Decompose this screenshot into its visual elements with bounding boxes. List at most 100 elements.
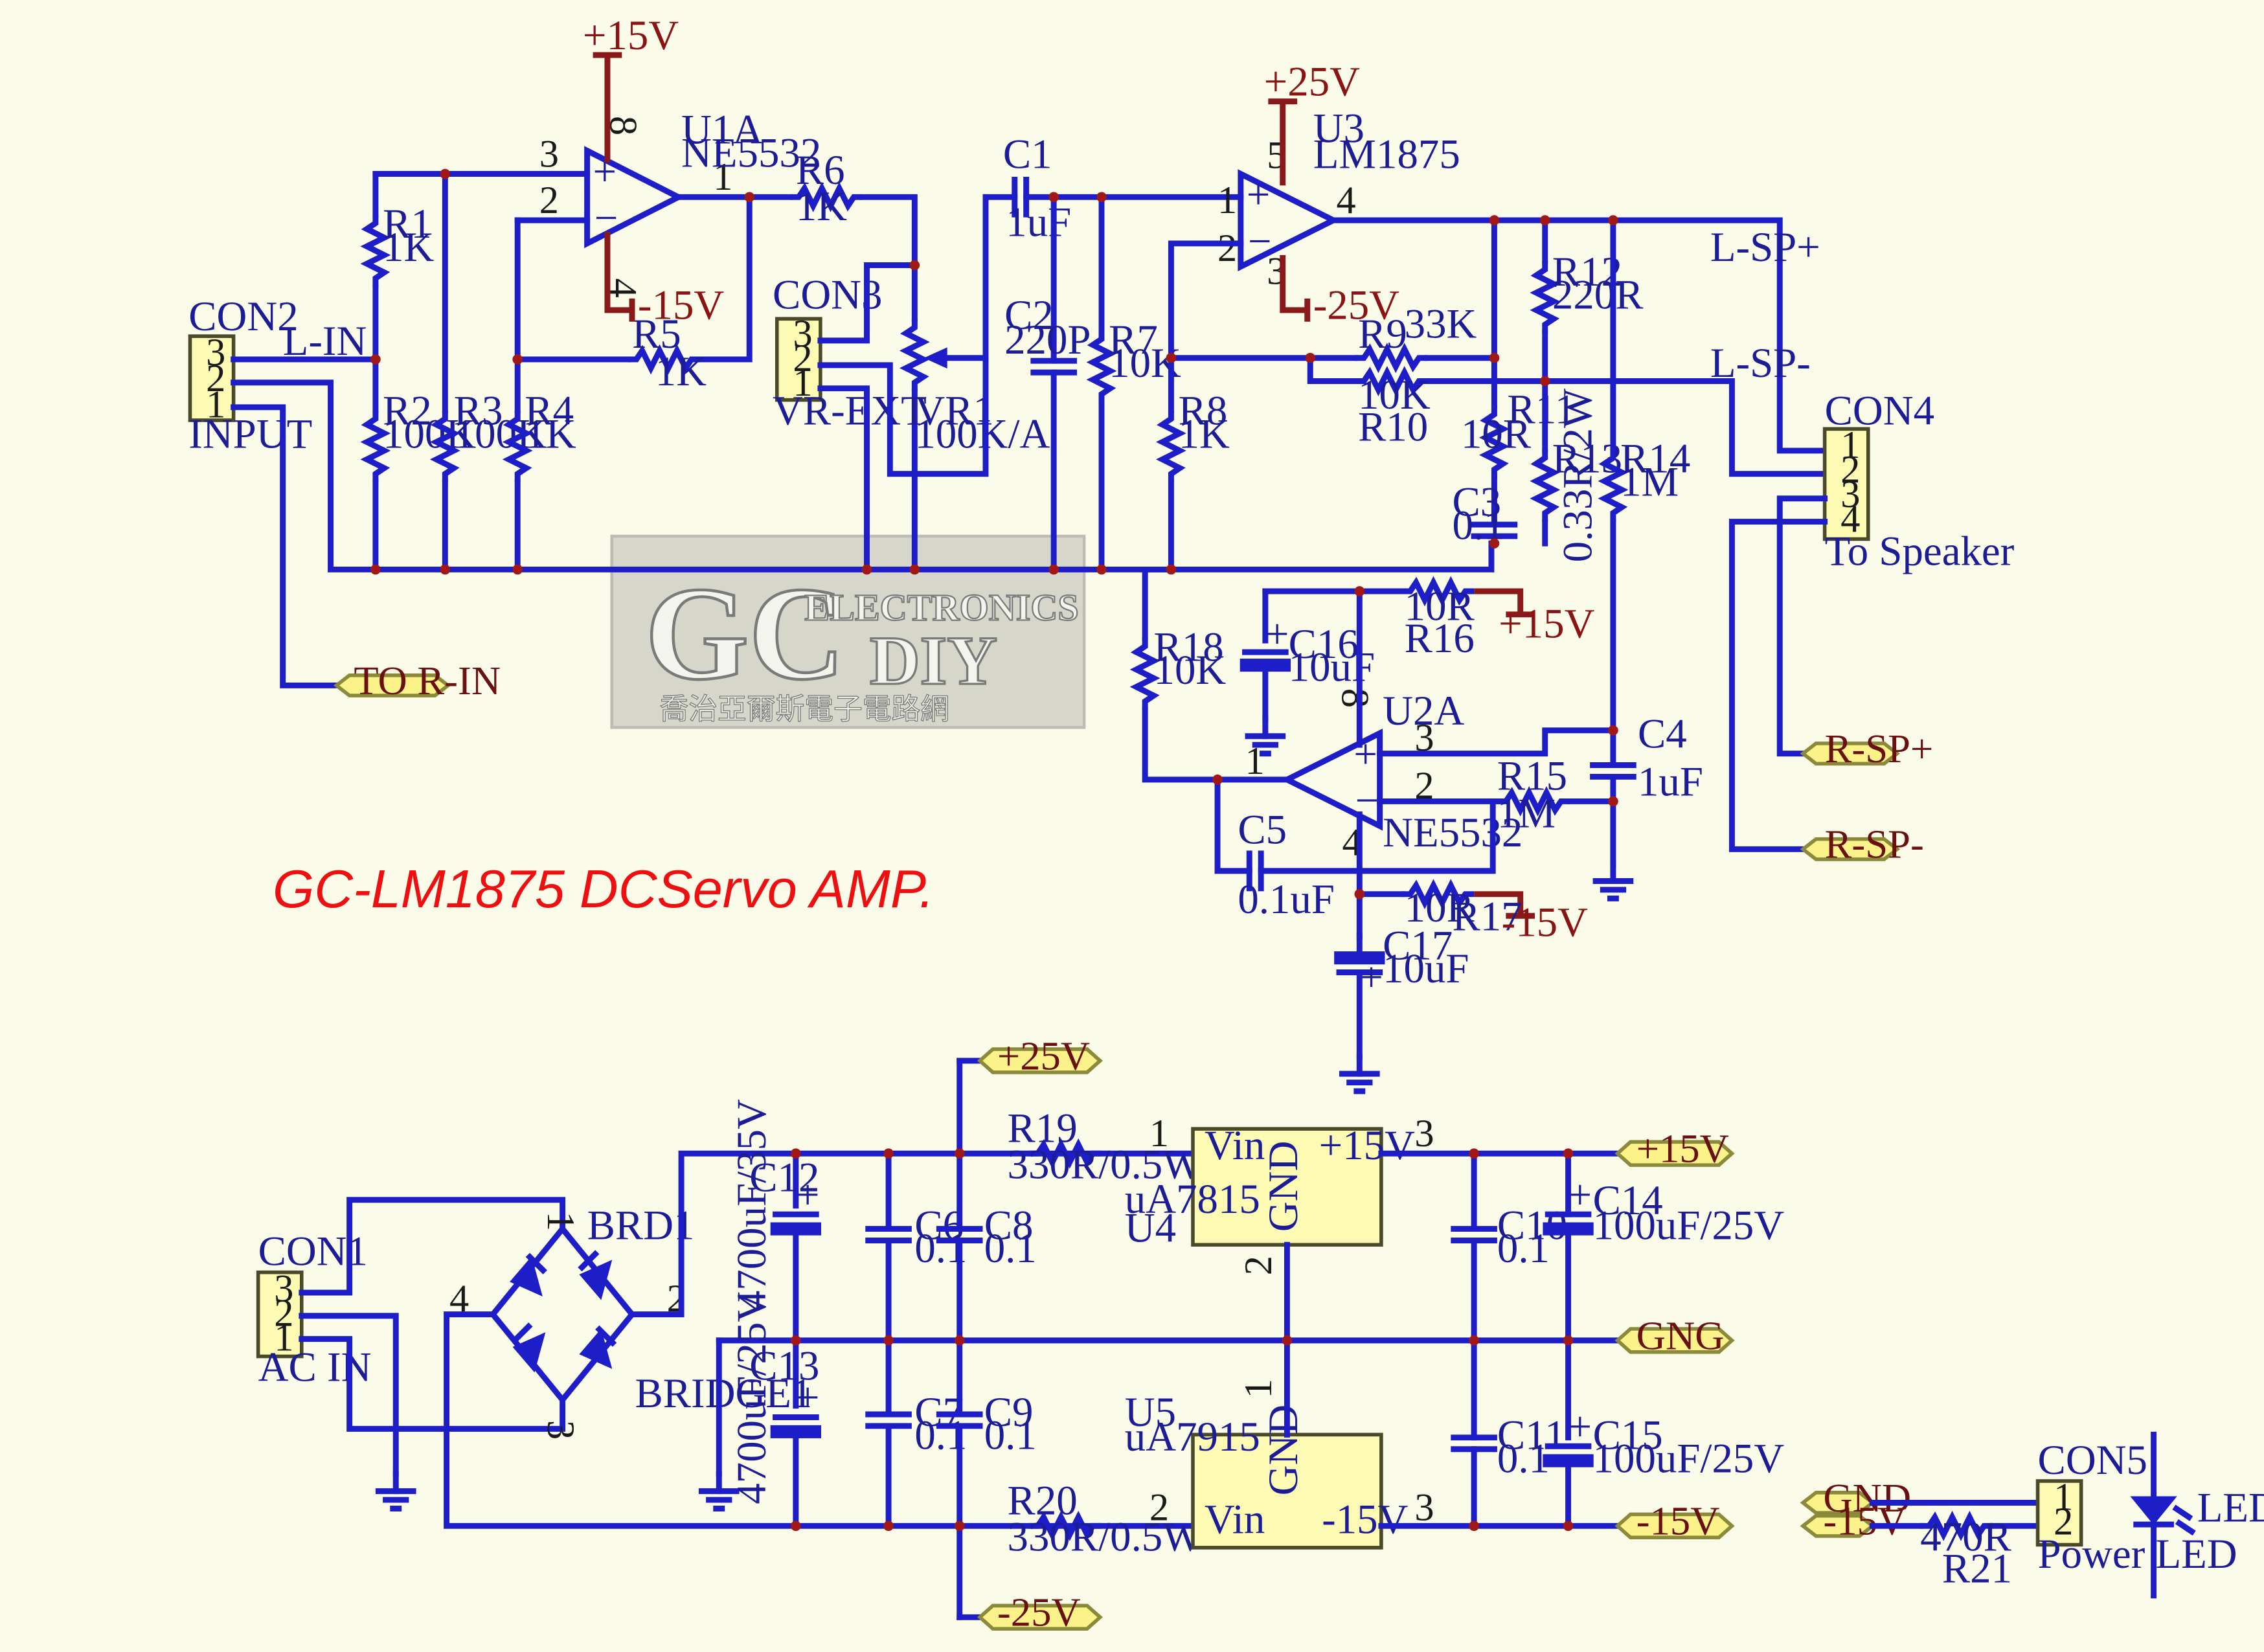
resistor-r12 xyxy=(1536,261,1554,334)
svg-text:470R: 470R xyxy=(1920,1513,2011,1560)
svg-text:R14: R14 xyxy=(1620,435,1690,482)
svg-text:4: 4 xyxy=(1337,179,1356,222)
svg-text:uA7815: uA7815 xyxy=(1125,1176,1260,1223)
svg-text:NE5532: NE5532 xyxy=(1383,809,1523,856)
potentiometer-vr1 xyxy=(906,319,947,391)
wire-ground-rail xyxy=(231,379,1495,572)
svg-text:uA7915: uA7915 xyxy=(1125,1414,1260,1460)
svg-text:+: + xyxy=(796,1171,820,1218)
port-plus15v: +15V xyxy=(1614,1126,1735,1171)
svg-text:R6: R6 xyxy=(796,147,845,194)
svg-text:C5: C5 xyxy=(1238,806,1287,853)
svg-text:U3: U3 xyxy=(1313,105,1364,152)
svg-text:100K: 100K xyxy=(383,411,476,457)
svg-text:U5: U5 xyxy=(1125,1389,1176,1436)
capacitor-c16: + xyxy=(1240,611,1291,672)
svg-text:+25V: +25V xyxy=(997,1033,1090,1078)
svg-text:+: + xyxy=(1247,172,1271,218)
svg-text:-25V: -25V xyxy=(1313,282,1399,328)
svg-text:R16: R16 xyxy=(1405,615,1475,662)
svg-text:4: 4 xyxy=(1840,497,1860,541)
svg-text:L-SP+: L-SP+ xyxy=(1710,224,1820,271)
svg-text:R20: R20 xyxy=(1008,1477,1078,1524)
svg-text:1: 1 xyxy=(713,155,732,199)
svg-text:220R: 220R xyxy=(1552,272,1644,319)
svg-text:2: 2 xyxy=(539,179,559,222)
svg-text:L-SP-: L-SP- xyxy=(1710,340,1811,387)
svg-text:100uF/25V: 100uF/25V xyxy=(1593,1202,1785,1249)
svg-text:GND: GND xyxy=(1260,1405,1307,1496)
regulator-u4: Vin +15V GND 1 3 2 uA7815 U4 xyxy=(1125,1112,1434,1275)
svg-text:C12: C12 xyxy=(749,1154,819,1201)
supply-label: -15V xyxy=(638,282,724,328)
svg-text:C1: C1 xyxy=(1003,131,1052,178)
svg-text:10R: 10R xyxy=(1405,885,1475,931)
svg-text:U2A: U2A xyxy=(1383,688,1464,734)
svg-text:R21: R21 xyxy=(1942,1546,2012,1592)
svg-text:1: 1 xyxy=(2054,1476,2073,1519)
opamp-u1a: + − 3 2 1 8 4 U1A NE5532 xyxy=(539,107,822,298)
svg-text:To Speaker: To Speaker xyxy=(1825,528,2015,575)
svg-text:U4: U4 xyxy=(1125,1205,1176,1252)
connector-con3: 3 2 1 CON3 VR-EXT xyxy=(773,272,927,435)
watermark: GC ELECTRONICS DIY 喬治亞爾斯電子電路網 xyxy=(610,534,1086,729)
svg-text:+15V: +15V xyxy=(1499,601,1594,648)
svg-text:3: 3 xyxy=(539,1420,582,1440)
con2-ref: CON2 xyxy=(188,293,298,340)
svg-text:VR-EXT: VR-EXT xyxy=(773,388,927,435)
svg-text:CON4: CON4 xyxy=(1825,388,1934,435)
svg-text:Power LED: Power LED xyxy=(2038,1531,2237,1578)
svg-text:1: 1 xyxy=(1840,424,1860,467)
port-led-minus15v: -15V xyxy=(1800,1499,1907,1544)
svg-text:-15V: -15V xyxy=(1322,1497,1408,1543)
svg-text:C2: C2 xyxy=(1004,292,1054,339)
svg-text:10R: 10R xyxy=(1461,411,1532,457)
svg-text:R2: R2 xyxy=(383,388,432,435)
svg-text:+15V: +15V xyxy=(1636,1126,1729,1171)
port-minus25v: -25V xyxy=(977,1590,1103,1635)
svg-text:BRIDGE1: BRIDGE1 xyxy=(635,1370,812,1417)
capacitor-c12: + xyxy=(770,1171,822,1236)
svg-text:0.1: 0.1 xyxy=(984,1412,1037,1459)
svg-text:10K: 10K xyxy=(1358,372,1431,418)
svg-text:U1A: U1A xyxy=(681,107,763,153)
svg-text:CON5: CON5 xyxy=(2038,1437,2147,1484)
svg-text:C11: C11 xyxy=(1497,1412,1566,1459)
svg-text:1uF: 1uF xyxy=(1006,199,1071,246)
svg-text:1: 1 xyxy=(539,1212,582,1231)
svg-text:R7: R7 xyxy=(1109,317,1158,363)
svg-text:0.1: 0.1 xyxy=(984,1225,1037,1272)
svg-text:Vin: Vin xyxy=(1205,1497,1265,1543)
svg-text:−: − xyxy=(1248,218,1272,265)
svg-text:4700uF/25V: 4700uF/25V xyxy=(729,1292,775,1504)
svg-text:2: 2 xyxy=(1149,1486,1169,1529)
svg-text:-25V: -25V xyxy=(997,1590,1081,1635)
svg-text:330R/0.5W: 330R/0.5W xyxy=(1008,1141,1203,1188)
svg-text:R4: R4 xyxy=(525,388,574,435)
svg-text:C3: C3 xyxy=(1453,479,1502,526)
svg-text:0.1: 0.1 xyxy=(1497,1225,1550,1272)
svg-text:+25V: +25V xyxy=(1264,59,1360,106)
svg-text:R3: R3 xyxy=(454,388,503,435)
svg-text:2: 2 xyxy=(206,357,225,400)
svg-text:C4: C4 xyxy=(1638,711,1687,758)
svg-text:220P: 220P xyxy=(1004,317,1091,363)
svg-text:R17: R17 xyxy=(1453,894,1523,940)
resistor-r1 xyxy=(367,214,384,287)
svg-text:VR1: VR1 xyxy=(914,388,994,435)
svg-text:3: 3 xyxy=(1414,1486,1434,1529)
resistor-r8 xyxy=(1162,410,1180,482)
svg-text:Vin: Vin xyxy=(1205,1122,1265,1169)
con2-name: INPUT xyxy=(188,411,312,457)
schematic-title: GC-LM1875 DCServo AMP. xyxy=(273,859,934,919)
svg-text:R-SP+: R-SP+ xyxy=(1825,726,1934,771)
svg-text:1K: 1K xyxy=(796,183,847,230)
svg-text:10uF: 10uF xyxy=(1383,945,1469,992)
svg-text:GNG: GNG xyxy=(1636,1313,1725,1358)
led-ref: LED1 xyxy=(2197,1485,2264,1532)
svg-text:100uF/25V: 100uF/25V xyxy=(1593,1436,1785,1482)
svg-text:330R/0.5W: 330R/0.5W xyxy=(1008,1513,1203,1560)
svg-text:2: 2 xyxy=(1237,1256,1280,1275)
svg-text:+: + xyxy=(1568,1171,1592,1218)
svg-text:10R: 10R xyxy=(1405,583,1475,630)
